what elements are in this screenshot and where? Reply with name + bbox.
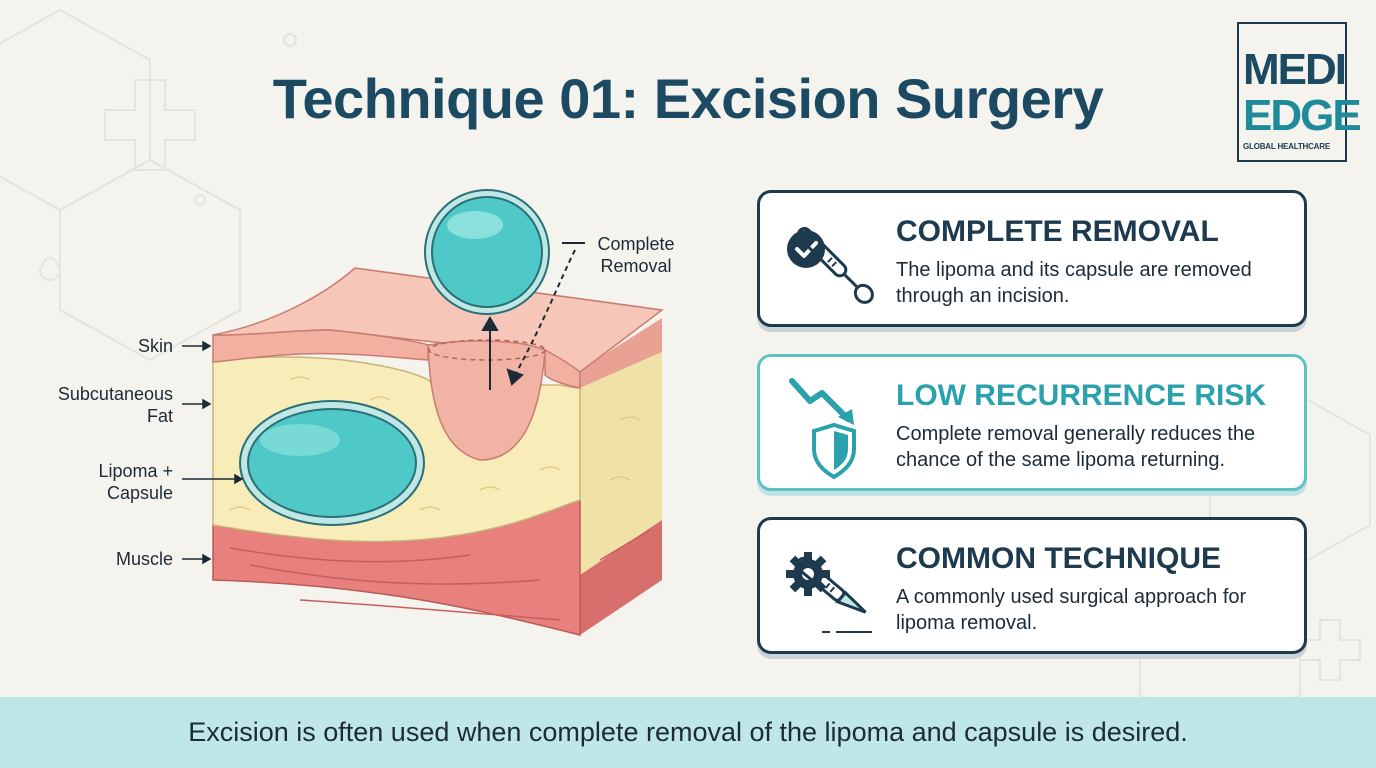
lipoma-in-tissue (239, 400, 425, 526)
card-title: COMMON TECHNIQUE (896, 542, 1221, 575)
footer-text: Excision is often used when complete rem… (188, 717, 1188, 747)
shield-trend-down-icon (789, 378, 856, 480)
card-text: A commonly used surgical approach for li… (896, 586, 1247, 634)
card-text: Complete removal generally reduces the c… (896, 423, 1256, 471)
brand-logo: MEDI EDGE GLOBAL HEALTHCARE (1237, 22, 1362, 162)
logo-tagline: GLOBAL HEALTHCARE (1243, 142, 1330, 151)
check-scalpel-icon (787, 226, 874, 304)
label-pointers (182, 340, 244, 565)
card-text: The lipoma and its capsule are removed t… (896, 259, 1252, 307)
page-title: Technique 01: Excision Surgery (272, 67, 1104, 130)
card-low-recurrence-risk: LOW RECURRENCE RISK Complete removal gen… (757, 354, 1307, 491)
label-muscle: Muscle (115, 549, 173, 569)
footer-banner: Excision is often used when complete rem… (0, 697, 1376, 768)
card-common-technique: COMMON TECHNIQUE A commonly used surgica… (757, 517, 1307, 654)
removed-lipoma (424, 189, 550, 315)
block-side-face (580, 318, 662, 635)
logo-line-1: MEDI (1243, 45, 1347, 94)
skin-layer (212, 329, 429, 363)
logo-line-2: EDGE (1243, 91, 1362, 140)
gear-scalpel-icon (786, 552, 872, 633)
removal-arrows (481, 242, 585, 390)
label-subcutaneous-fat: Subcutaneous Fat (57, 384, 173, 426)
card-title: LOW RECURRENCE RISK (896, 379, 1267, 412)
label-lipoma-capsule: Lipoma + Capsule (98, 461, 173, 503)
label-skin: Skin (137, 336, 173, 356)
tissue-cross-section-diagram (182, 189, 664, 636)
incision-cavity (427, 340, 546, 461)
card-complete-removal: COMPLETE REMOVAL The lipoma and its caps… (757, 190, 1307, 327)
card-title: COMPLETE REMOVAL (896, 215, 1219, 248)
label-complete-removal: Complete Removal (597, 234, 675, 276)
